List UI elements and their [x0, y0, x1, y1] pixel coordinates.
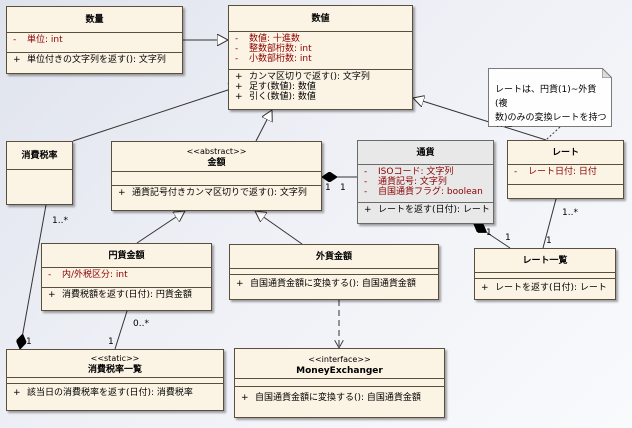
class-name: 金額 — [207, 158, 226, 168]
gen-shouhizeiritsu-suuchi — [72, 86, 240, 142]
operation: +自国通貨金額に変換する(): 自国通貨金額 — [241, 393, 421, 403]
attribute: -自国通貨フラグ: boolean — [364, 187, 483, 197]
note-fold-icon — [602, 68, 612, 78]
multiplicity-label: 0..* — [133, 319, 149, 329]
gen-kingaku-suuchi — [255, 110, 272, 142]
attribute: -数値: 十進数 — [235, 34, 300, 44]
multiplicity-label: 1 — [108, 337, 114, 347]
operation: +該当日の消費税率を返す(日付): 消費税率 — [13, 388, 193, 398]
operation: +引く(数値): 数値 — [235, 92, 316, 102]
assoc-rateichiran-tsuuka — [474, 224, 511, 249]
assoc-shouhizei-ichiran — [20, 204, 47, 349]
class-name: 消費税率一覧 — [87, 365, 142, 375]
attribute: -ISOコード: 文字列 — [364, 167, 454, 177]
operation: +レートを返す(日付): レート — [481, 283, 607, 293]
stereotype: <<abstract>> — [186, 147, 247, 156]
gen-gaika-kingaku — [255, 211, 303, 245]
class-gaikakingaku[interactable]: 外貨金額 +自国通貨金額に変換する(): 自国通貨金額 — [229, 244, 439, 300]
attribute: -レート日付: 日付 — [514, 167, 597, 177]
attribute: -単位: int — [13, 35, 63, 45]
multiplicity-label: 1 — [26, 337, 32, 347]
class-rateichiran[interactable]: レート一覧 +レートを返す(日付): レート — [474, 248, 616, 300]
class-suuchi[interactable]: 数値 -数値: 十進数 -整数部桁数: int -小数部桁数: int +カンマ… — [228, 5, 413, 110]
note-line: 数)のみの変換レートを持つ — [495, 113, 607, 123]
class-name: 消費税率 — [21, 151, 58, 161]
attribute: -整数部桁数: int — [235, 44, 312, 54]
class-name: レート一覧 — [522, 256, 568, 266]
note[interactable]: レートは、円貨(1)~外貨(複 数)のみの変換レートを持つ 前提 — [488, 68, 612, 127]
operation: +足す(数値): 数値 — [235, 82, 316, 92]
stereotype: <<static>> — [90, 354, 140, 363]
assoc-rate-rateichiran — [542, 199, 556, 249]
multiplicity-label: 1..* — [562, 208, 578, 218]
multiplicity-label: 1..* — [52, 216, 68, 226]
class-kingaku[interactable]: <<abstract>> 金額 +通貨記号付きカンマ区切りで返す(): 文字列 — [111, 141, 322, 211]
class-name: 数量 — [85, 15, 104, 25]
gen-enka-kingaku — [136, 211, 185, 244]
class-suuryou[interactable]: 数量 -単位: int +単位付きの文字列を返す(): 文字列 — [6, 6, 183, 74]
operation: +通貨記号付きカンマ区切りで返す(): 文字列 — [118, 188, 307, 198]
class-name: 外貨金額 — [315, 252, 352, 262]
operation: +レートを返す(日付): レート — [364, 205, 490, 215]
attribute: -内/外税区分: int — [48, 270, 128, 280]
class-zeiritsuichiran[interactable]: <<static>> 消費税率一覧 +該当日の消費税率を返す(日付): 消費税率 — [6, 349, 224, 411]
class-enkakagaku[interactable]: 円貨金額 -内/外税区分: int +消費税額を返す(日付): 円貨金額 — [41, 243, 212, 311]
operation: +カンマ区切りで返す(): 文字列 — [235, 72, 370, 82]
assoc-enka-ichiran — [114, 311, 127, 350]
class-name: 通貨 — [416, 148, 435, 158]
multiplicity-label: 1 — [325, 183, 331, 193]
note-line: レートは、円貨(1)~外貨(複 — [495, 85, 597, 109]
operation: +消費税額を返す(日付): 円貨金額 — [48, 290, 192, 300]
multiplicity-label: 1 — [546, 236, 552, 246]
note-anchor — [545, 126, 561, 141]
attribute: -通貨記号: 文字列 — [364, 177, 447, 187]
multiplicity-label: 1 — [340, 183, 346, 193]
operation: +単位付きの文字列を返す(): 文字列 — [13, 55, 166, 65]
class-name: 数値 — [311, 14, 330, 24]
stereotype: <<interface>> — [308, 355, 371, 364]
attribute: -小数部桁数: int — [235, 54, 312, 64]
class-name: レート — [551, 148, 579, 158]
operation: +自国通貨金額に変換する(): 自国通貨金額 — [236, 279, 416, 289]
multiplicity-label: 1 — [505, 233, 511, 243]
class-rate[interactable]: レート -レート日付: 日付 — [507, 140, 624, 199]
class-name: MoneyExchanger — [296, 366, 383, 376]
class-moneyexchanger[interactable]: <<interface>> MoneyExchanger +自国通貨金額に変換す… — [234, 348, 445, 418]
class-name: 円貨金額 — [108, 251, 145, 261]
multiplicity-label: 1 — [486, 228, 492, 238]
class-tsuuka[interactable]: 通貨 -ISOコード: 文字列 -通貨記号: 文字列 -自国通貨フラグ: boo… — [357, 140, 494, 224]
gen-rate-suuchi — [413, 98, 547, 141]
class-shouhizeiritsu[interactable]: 消費税率 — [6, 141, 73, 205]
